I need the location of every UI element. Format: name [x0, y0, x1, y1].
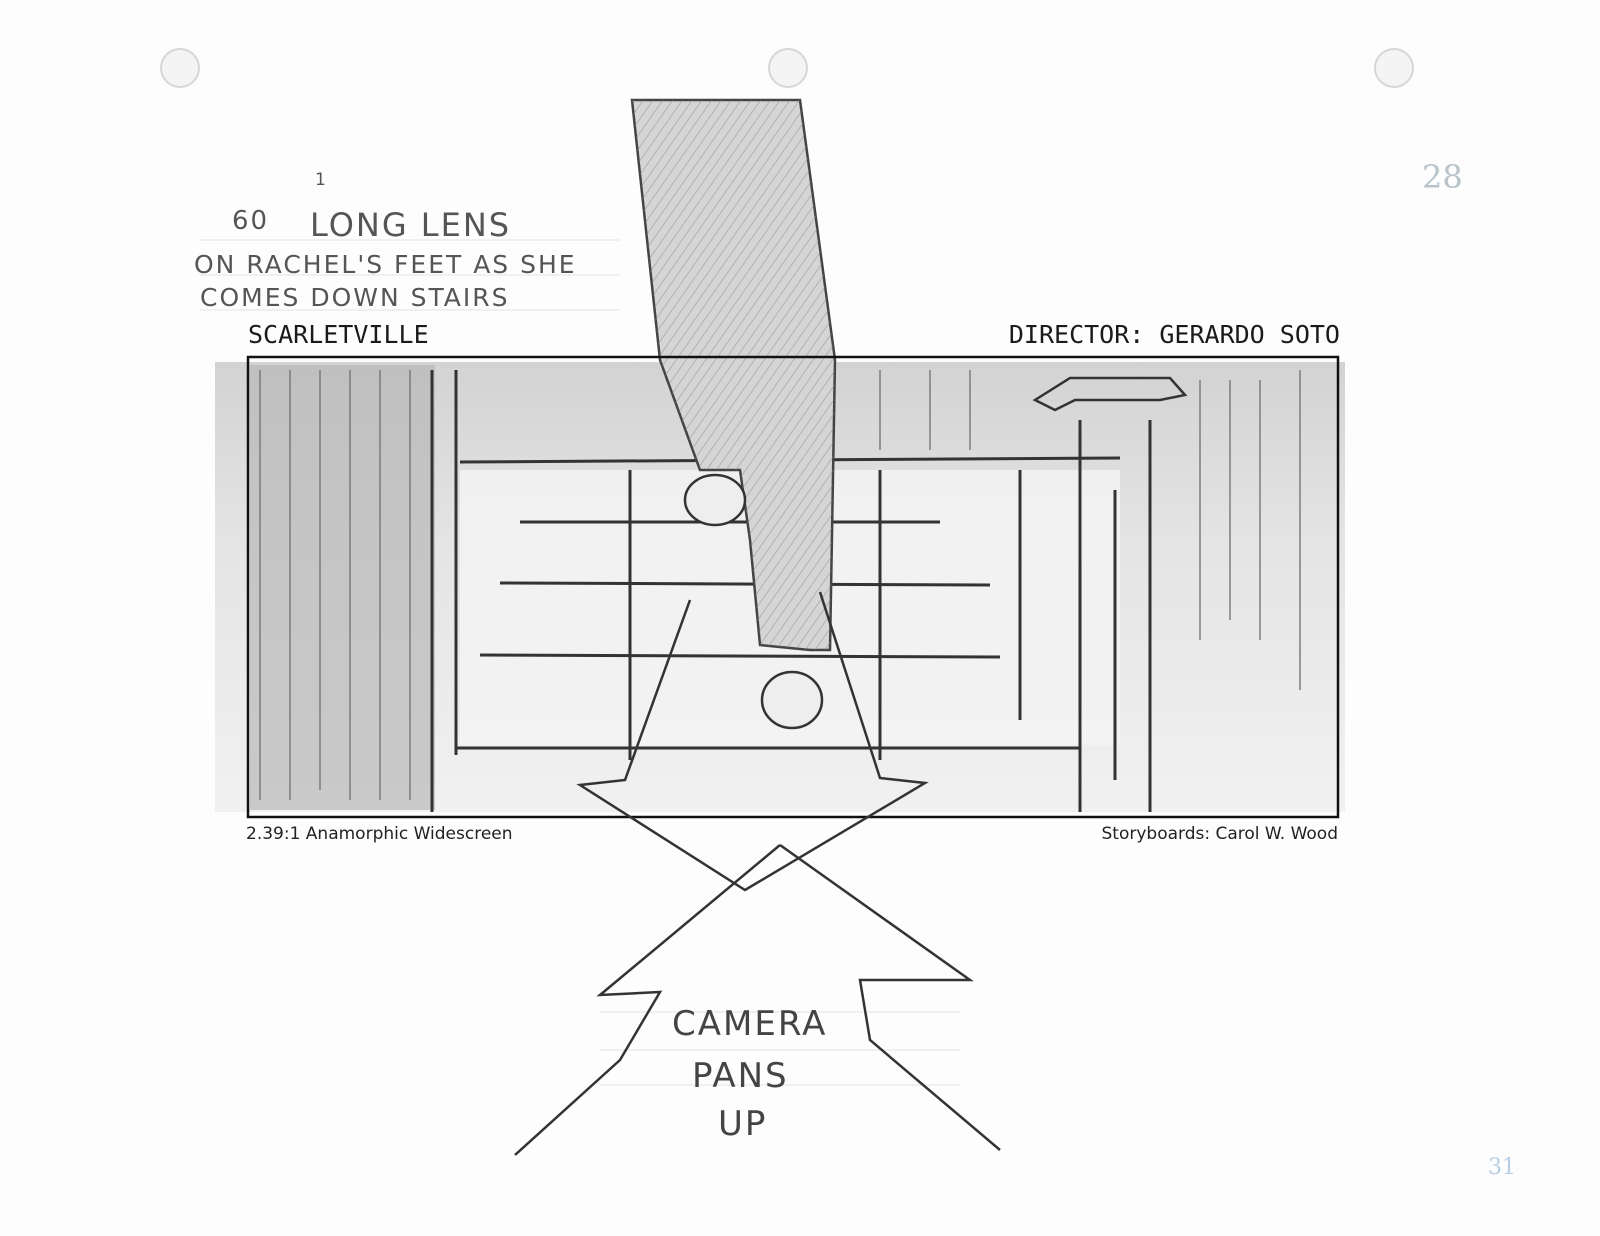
director-credit: DIRECTOR: GERARDO SOTO	[1008, 320, 1340, 349]
left-shoe	[683, 473, 747, 527]
sub-number: 1	[315, 170, 328, 190]
pan-arrow	[514, 591, 1001, 1156]
annotation-line-3: UP	[718, 1104, 768, 1144]
punch-hole	[1374, 48, 1414, 88]
ruled-lines	[200, 239, 960, 1086]
shot-frame	[246, 355, 1340, 819]
corner-mark: 31	[1488, 1155, 1516, 1180]
aspect-ratio: 2.39:1 Anamorphic Widescreen	[246, 824, 513, 844]
storyboard-credit: Storyboards: Carol W. Wood	[1101, 824, 1339, 844]
shot-number: 60	[232, 206, 270, 236]
right-shoe	[760, 670, 824, 730]
annotation-line-2: PANS	[692, 1056, 789, 1096]
description-line-2: COMES DOWN STAIRS	[200, 283, 510, 312]
description-line-1: ON RACHEL'S FEET AS SHE	[194, 250, 577, 279]
page-number: 28	[1422, 158, 1463, 196]
stairs	[430, 370, 1188, 812]
punch-hole	[160, 48, 200, 88]
project-title: SCARLETVILLE	[248, 320, 429, 349]
legs-figure	[630, 98, 837, 730]
shot-title: LONG LENS	[310, 206, 512, 244]
punch-hole	[768, 48, 808, 88]
annotation-line-1: CAMERA	[672, 1004, 828, 1044]
